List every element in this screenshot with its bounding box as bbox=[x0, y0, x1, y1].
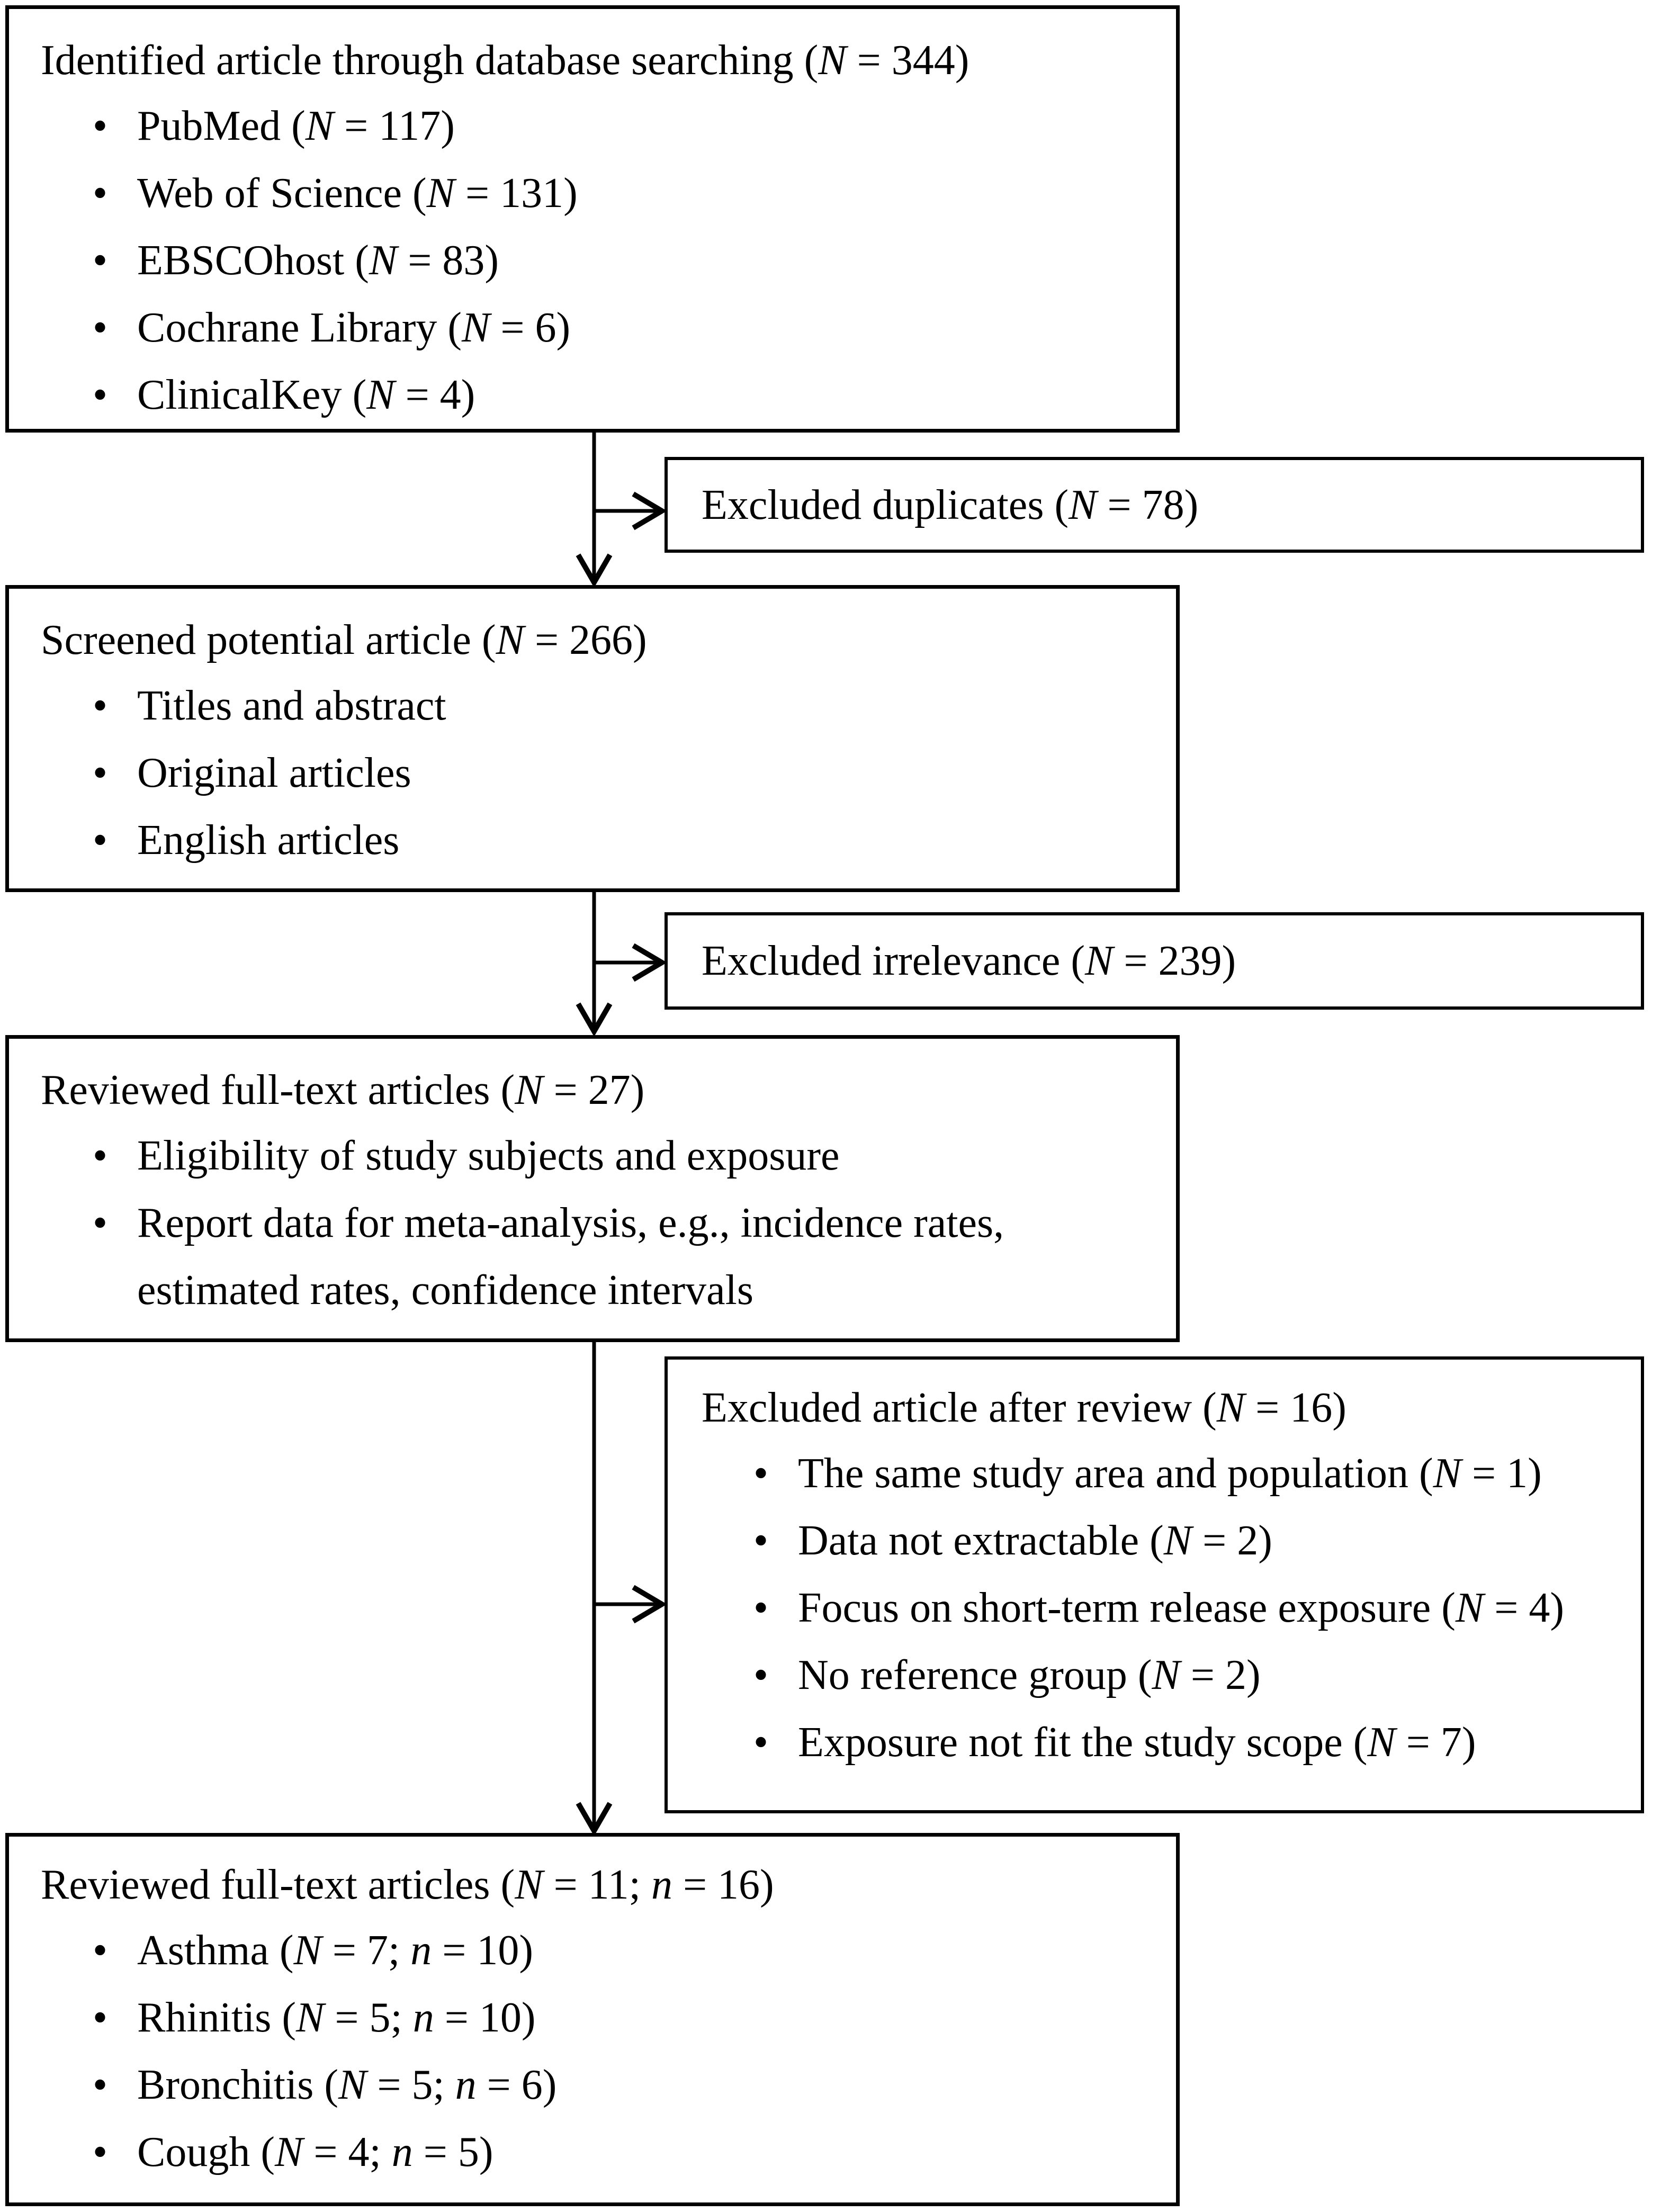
arrow-identification-to-screening bbox=[576, 433, 613, 588]
list-item: • PubMed (N = 117) bbox=[41, 93, 1155, 160]
list-item: • Focus on short-term release exposure (N… bbox=[702, 1575, 1625, 1642]
bullet-text: Titles and abstract bbox=[137, 682, 446, 729]
bullet-list: • PubMed (N = 117) • Web of Science (N = 1… bbox=[41, 93, 1155, 429]
arrow-to-excluded-duplicates bbox=[594, 491, 667, 530]
list-item: • Rhinitis (N = 5; n = 10) bbox=[41, 1984, 1155, 2052]
bullet-text: The same study area and population (N = … bbox=[798, 1450, 1542, 1497]
arrowhead-right-icon bbox=[632, 943, 667, 982]
bullet-icon: • bbox=[93, 682, 108, 729]
bullet-text: No reference group (N = 2) bbox=[798, 1652, 1261, 1698]
list-item: • Report data for meta-analysis, e.g., in… bbox=[41, 1190, 1155, 1324]
list-item: • ClinicalKey (N = 4) bbox=[41, 362, 1155, 429]
bullet-icon: • bbox=[93, 1200, 108, 1246]
bullet-icon: • bbox=[93, 237, 108, 284]
bullet-list: • The same study area and population (N =… bbox=[702, 1440, 1625, 1776]
list-item: • Asthma (N = 7; n = 10) bbox=[41, 1917, 1155, 1984]
list-item: • Eligibility of study subjects and expos… bbox=[41, 1122, 1155, 1190]
bullet-icon: • bbox=[753, 1719, 769, 1766]
bullet-list: •Titles and abstract •Original articles … bbox=[41, 672, 1155, 874]
arrow-to-excluded-after-review bbox=[594, 1585, 667, 1624]
arrowhead-down-icon bbox=[576, 1802, 613, 1837]
list-item: • Data not extractable (N = 2) bbox=[702, 1507, 1625, 1575]
bullet-icon: • bbox=[93, 817, 108, 864]
arrowhead-right-icon bbox=[632, 1585, 667, 1624]
bullet-list: • Eligibility of study subjects and expos… bbox=[41, 1122, 1155, 1324]
bullet-text: Rhinitis (N = 5; n = 10) bbox=[137, 1994, 536, 2041]
list-item: • Web of Science (N = 131) bbox=[41, 160, 1155, 227]
bullet-text: English articles bbox=[137, 817, 400, 864]
bullet-icon: • bbox=[93, 170, 108, 217]
box-fulltext-review: Reviewed full-text articles (N = 27) • El… bbox=[5, 1035, 1180, 1342]
box-excluded-after-review: Excluded article after review (N = 16) •… bbox=[665, 1356, 1644, 1813]
box-excluded-duplicates: Excluded duplicates (N = 78) bbox=[665, 457, 1644, 553]
bullet-icon: • bbox=[93, 1927, 108, 1974]
bullet-text: Focus on short-term release exposure (N … bbox=[798, 1585, 1564, 1631]
bullet-text: Web of Science (N = 131) bbox=[137, 170, 578, 217]
list-item: • No reference group (N = 2) bbox=[702, 1642, 1625, 1709]
box-included: Reviewed full-text articles (N = 11; n =… bbox=[5, 1833, 1180, 2206]
arrow-screening-to-fulltext bbox=[576, 892, 613, 1037]
bullet-icon: • bbox=[93, 750, 108, 796]
bullet-icon: • bbox=[93, 103, 108, 149]
bullet-text: EBSCOhost (N = 83) bbox=[137, 237, 499, 284]
bullet-text: Original articles bbox=[137, 750, 411, 796]
arrowhead-down-icon bbox=[576, 553, 613, 588]
bullet-icon: • bbox=[93, 1994, 108, 2041]
bullet-text: PubMed (N = 117) bbox=[137, 103, 455, 149]
bullet-icon: • bbox=[753, 1652, 769, 1698]
arrow-fulltext-to-included bbox=[576, 1342, 613, 1837]
arrowhead-down-icon bbox=[576, 1002, 613, 1037]
bullet-icon: • bbox=[93, 2062, 108, 2108]
list-item: • The same study area and population (N =… bbox=[702, 1440, 1625, 1507]
list-item: • Cochrane Library (N = 6) bbox=[41, 294, 1155, 362]
list-item: • Titles and abstract bbox=[41, 672, 1155, 740]
bullet-text: Asthma (N = 7; n = 10) bbox=[137, 1927, 533, 1974]
box-title: Excluded article after review (N = 16) bbox=[702, 1384, 1346, 1431]
box-title: Identified article through database sear… bbox=[41, 37, 969, 84]
arrowhead-right-icon bbox=[632, 491, 667, 530]
box-identification: Identified article through database sear… bbox=[5, 5, 1180, 433]
list-item: • Cough (N = 4; n = 5) bbox=[41, 2119, 1155, 2186]
list-item: • Original articles bbox=[41, 740, 1155, 807]
bullet-text: Exposure not fit the study scope (N = 7) bbox=[798, 1719, 1476, 1766]
list-item: • English articles bbox=[41, 807, 1155, 874]
box-title: Excluded duplicates (N = 78) bbox=[702, 481, 1199, 528]
box-title: Screened potential article (N = 266) bbox=[41, 617, 647, 663]
bullet-icon: • bbox=[753, 1517, 769, 1564]
bullet-icon: • bbox=[753, 1450, 769, 1497]
bullet-text: Cochrane Library (N = 6) bbox=[137, 304, 571, 351]
list-item: • Bronchitis (N = 5; n = 6) bbox=[41, 2052, 1155, 2119]
bullet-text: Eligibility of study subjects and exposu… bbox=[137, 1132, 840, 1179]
bullet-icon: • bbox=[753, 1585, 769, 1631]
box-title: Excluded irrelevance (N = 239) bbox=[702, 938, 1236, 984]
bullet-icon: • bbox=[93, 372, 108, 418]
bullet-text: Bronchitis (N = 5; n = 6) bbox=[137, 2062, 557, 2108]
bullet-list: • Asthma (N = 7; n = 10) • Rhinitis (N = 5… bbox=[41, 1917, 1155, 2186]
bullet-text: ClinicalKey (N = 4) bbox=[137, 372, 475, 418]
bullet-text: Cough (N = 4; n = 5) bbox=[137, 2129, 493, 2175]
list-item: • Exposure not fit the study scope (N = 7… bbox=[702, 1709, 1625, 1776]
bullet-icon: • bbox=[93, 1132, 108, 1179]
arrow-to-excluded-irrelevance bbox=[594, 943, 667, 982]
list-item: • EBSCOhost (N = 83) bbox=[41, 227, 1155, 294]
box-excluded-irrelevance: Excluded irrelevance (N = 239) bbox=[665, 912, 1644, 1010]
box-title: Reviewed full-text articles (N = 27) bbox=[41, 1067, 645, 1113]
box-screening: Screened potential article (N = 266) • Ti… bbox=[5, 585, 1180, 892]
bullet-icon: • bbox=[93, 2129, 108, 2175]
box-title: Reviewed full-text articles (N = 11; n =… bbox=[41, 1862, 774, 1908]
bullet-text: Report data for meta-analysis, e.g., inc… bbox=[137, 1200, 1004, 1314]
bullet-text: Data not extractable (N = 2) bbox=[798, 1517, 1272, 1564]
bullet-icon: • bbox=[93, 304, 108, 351]
